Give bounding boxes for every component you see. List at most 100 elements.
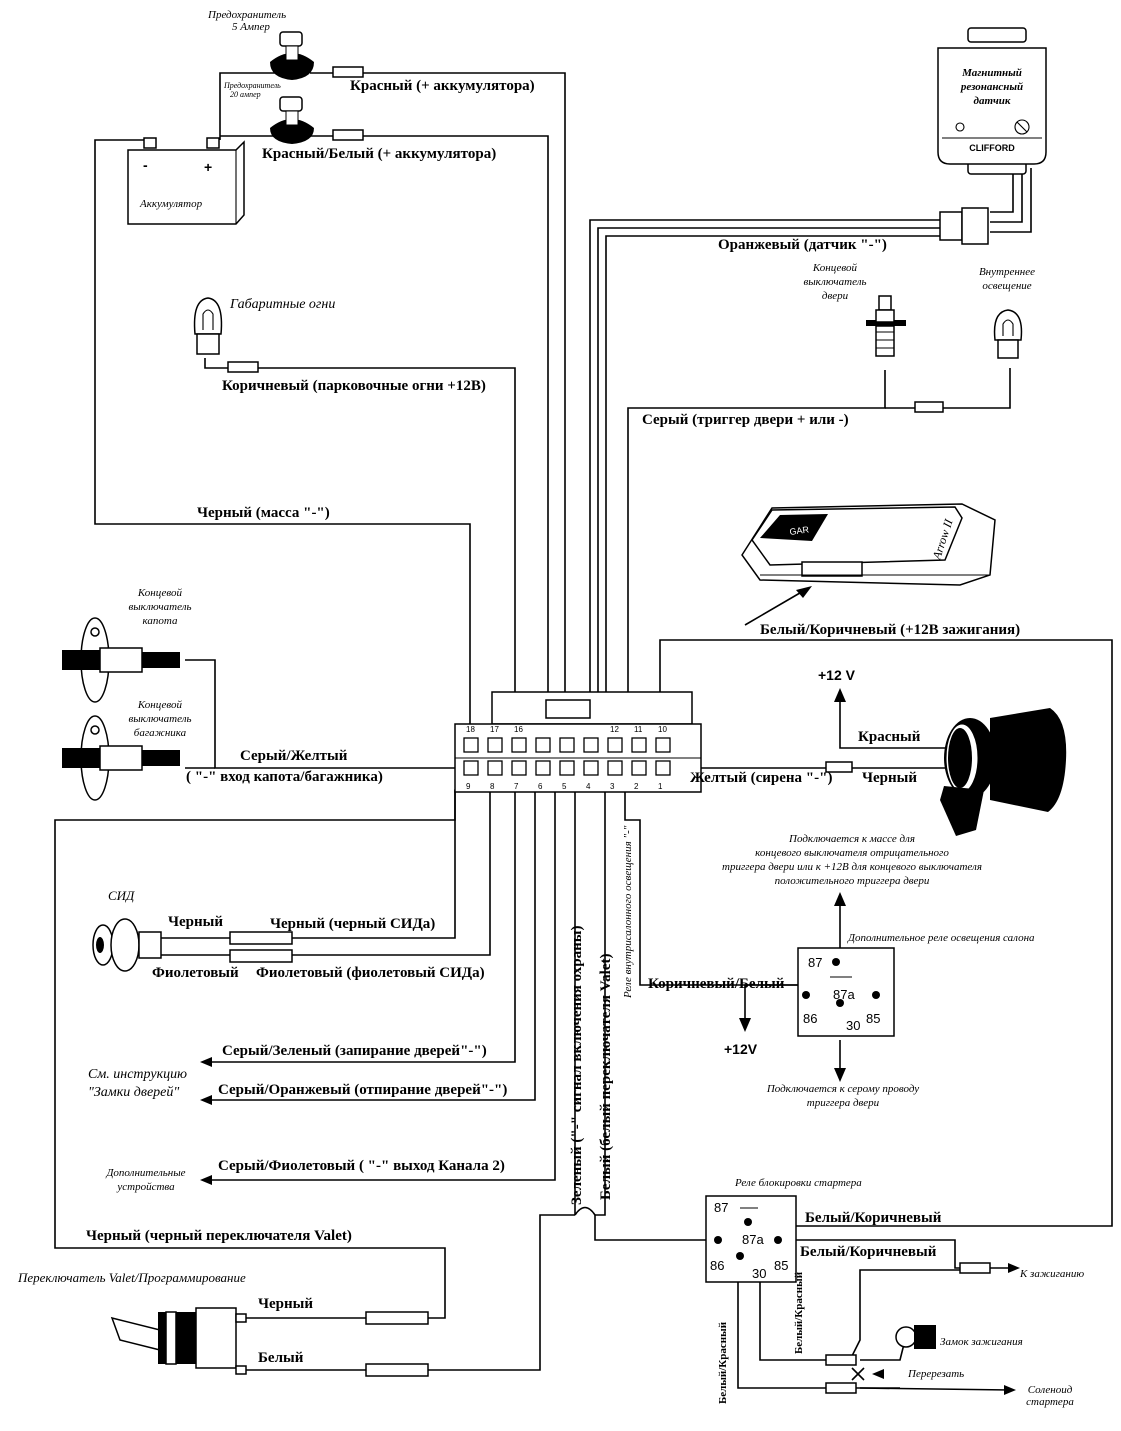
valet-switch-label: Переключатель Valet/Программирование	[17, 1270, 246, 1285]
door-locks-note: См. инструкцию"Замки дверей"	[88, 1067, 187, 1100]
arrow-door-lock-icon	[200, 1057, 212, 1185]
ignition-lock-icon	[895, 1325, 936, 1349]
connector-pin-number: 1	[658, 782, 663, 791]
parking-lights-label: Габаритные огни	[229, 297, 335, 312]
door-relay-title: Дополнительное реле освещения салона	[847, 932, 1035, 944]
connector-pin-cell	[535, 737, 551, 753]
door-relay-86: 86	[803, 1011, 817, 1026]
connector-pin-cell	[559, 737, 575, 753]
connector-pin-cell	[487, 737, 503, 753]
connector-pin-cell	[463, 760, 479, 776]
door-relay-box	[797, 947, 895, 1037]
connector-pin-number: 3	[610, 782, 615, 791]
connector-pin-number: 11	[634, 725, 643, 734]
connector-pin-number: 16	[514, 725, 523, 734]
door-relay-arrows-icon	[739, 892, 846, 1082]
connector-pin-cell	[631, 737, 647, 753]
trunk-switch-icon	[62, 715, 180, 801]
remote-unit-icon: GAR	[741, 503, 996, 586]
led-violet-wire-label: Фиолетовый (фиолетовый СИДа)	[256, 965, 485, 981]
led-black-label: Черный	[168, 914, 223, 930]
connector-pin-cell	[511, 737, 527, 753]
wire-white-brown-ign-label: Белый/Коричневый (+12В зажигания)	[760, 622, 1020, 638]
white-red-2-label: Белый/Красный	[793, 1271, 805, 1354]
siren-wire-label: Желтый (сирена "-")	[690, 770, 832, 786]
plus12v-relay: +12V	[724, 1041, 758, 1057]
valet-white-label: Белый	[258, 1350, 304, 1366]
sensor-brand: CLIFFORD	[969, 143, 1015, 153]
battery-minus: -	[143, 157, 148, 173]
connector-pin-cell	[559, 760, 575, 776]
wire-black-ground-label: Черный (масса "-")	[197, 505, 330, 521]
connector-pin-cell	[655, 760, 671, 776]
inline-connectors	[227, 66, 991, 1394]
vertical-relay-label: Реле внутрисалонного освещения "-"	[622, 825, 634, 999]
connector-pin-cell	[655, 737, 671, 753]
to-ignition-arrow-icon	[872, 1263, 1020, 1395]
remote-arrow-icon	[744, 586, 812, 626]
wire-gray-door-label: Серый (триггер двери + или -)	[642, 412, 849, 428]
connector-pin-number: 8	[490, 782, 495, 791]
wire-red-label: Красный (+ аккумулятора)	[350, 78, 535, 94]
connector-pin-number: 6	[538, 782, 543, 791]
starter-relay-85: 85	[774, 1258, 788, 1273]
wire-lines	[54, 72, 1113, 1391]
parking-bulb-icon	[193, 297, 223, 355]
siren-red-label: Красный	[858, 729, 921, 745]
siren-icon	[940, 708, 1067, 836]
vertical-green-label: Зеленый ("-" сигнал включения охраны)	[569, 926, 585, 1205]
ignition-lock-label: Замок зажигания	[940, 1336, 1023, 1348]
sensor-plug-icon	[939, 207, 989, 245]
fuse-5a-icon	[270, 31, 314, 80]
door-switch-icon	[866, 295, 906, 357]
cut-mark-icon	[851, 1367, 865, 1381]
battery-icon	[127, 137, 245, 225]
plus12v-top: +12 V	[818, 667, 856, 683]
led-icon	[92, 918, 162, 972]
connector-pin-cell	[463, 737, 479, 753]
white-red-1-label: Белый/Красный	[717, 1321, 729, 1404]
wire-brown-white-label: Коричневый/Белый	[648, 976, 785, 992]
connector-pin-number: 2	[634, 782, 639, 791]
wire-black-valet-label: Черный (черный переключателя Valet)	[86, 1228, 352, 1244]
led-violet-label: Фиолетовый	[152, 965, 239, 981]
vertical-white-label: Белый (белый переключателя Valet)	[598, 954, 614, 1200]
connector-pin-number: 7	[514, 782, 519, 791]
hood-trunk-input-label: ( "-" вход капота/багажника)	[186, 769, 383, 785]
connector-pin-number: 17	[490, 725, 499, 734]
connector-pin-number: 12	[610, 725, 619, 734]
cut-here-label: Перерезать	[907, 1368, 964, 1380]
wire-white-brown-2-label: Белый/Коричневый	[800, 1244, 937, 1260]
connector-pin-cell	[631, 760, 647, 776]
siren-black-label: Черный	[862, 770, 917, 786]
resonance-sensor-icon	[937, 27, 1047, 175]
main-connector	[454, 691, 702, 793]
connector-pin-cell	[583, 760, 599, 776]
interior-bulb-icon	[993, 309, 1023, 359]
valet-black-label: Черный	[258, 1296, 313, 1312]
wire-brown-label: Коричневый (парковочные огни +12В)	[222, 378, 486, 394]
hood-switch-icon	[62, 617, 180, 703]
connector-pin-cell	[607, 737, 623, 753]
wire-orange-label: Оранжевый (датчик "-")	[718, 237, 887, 253]
valet-toggle-icon	[110, 1307, 247, 1375]
connector-pin-cell	[487, 760, 503, 776]
svg-text:GAR: GAR	[789, 524, 810, 537]
battery-plus: +	[204, 159, 212, 175]
wire-gray-yellow-label: Серый/Желтый	[240, 748, 348, 764]
starter-relay-30: 30	[752, 1266, 766, 1281]
starter-relay-87: 87	[714, 1200, 728, 1215]
wire-red-white-label: Красный/Белый (+ аккумулятора)	[262, 146, 496, 162]
led-label: СИД	[108, 888, 135, 903]
